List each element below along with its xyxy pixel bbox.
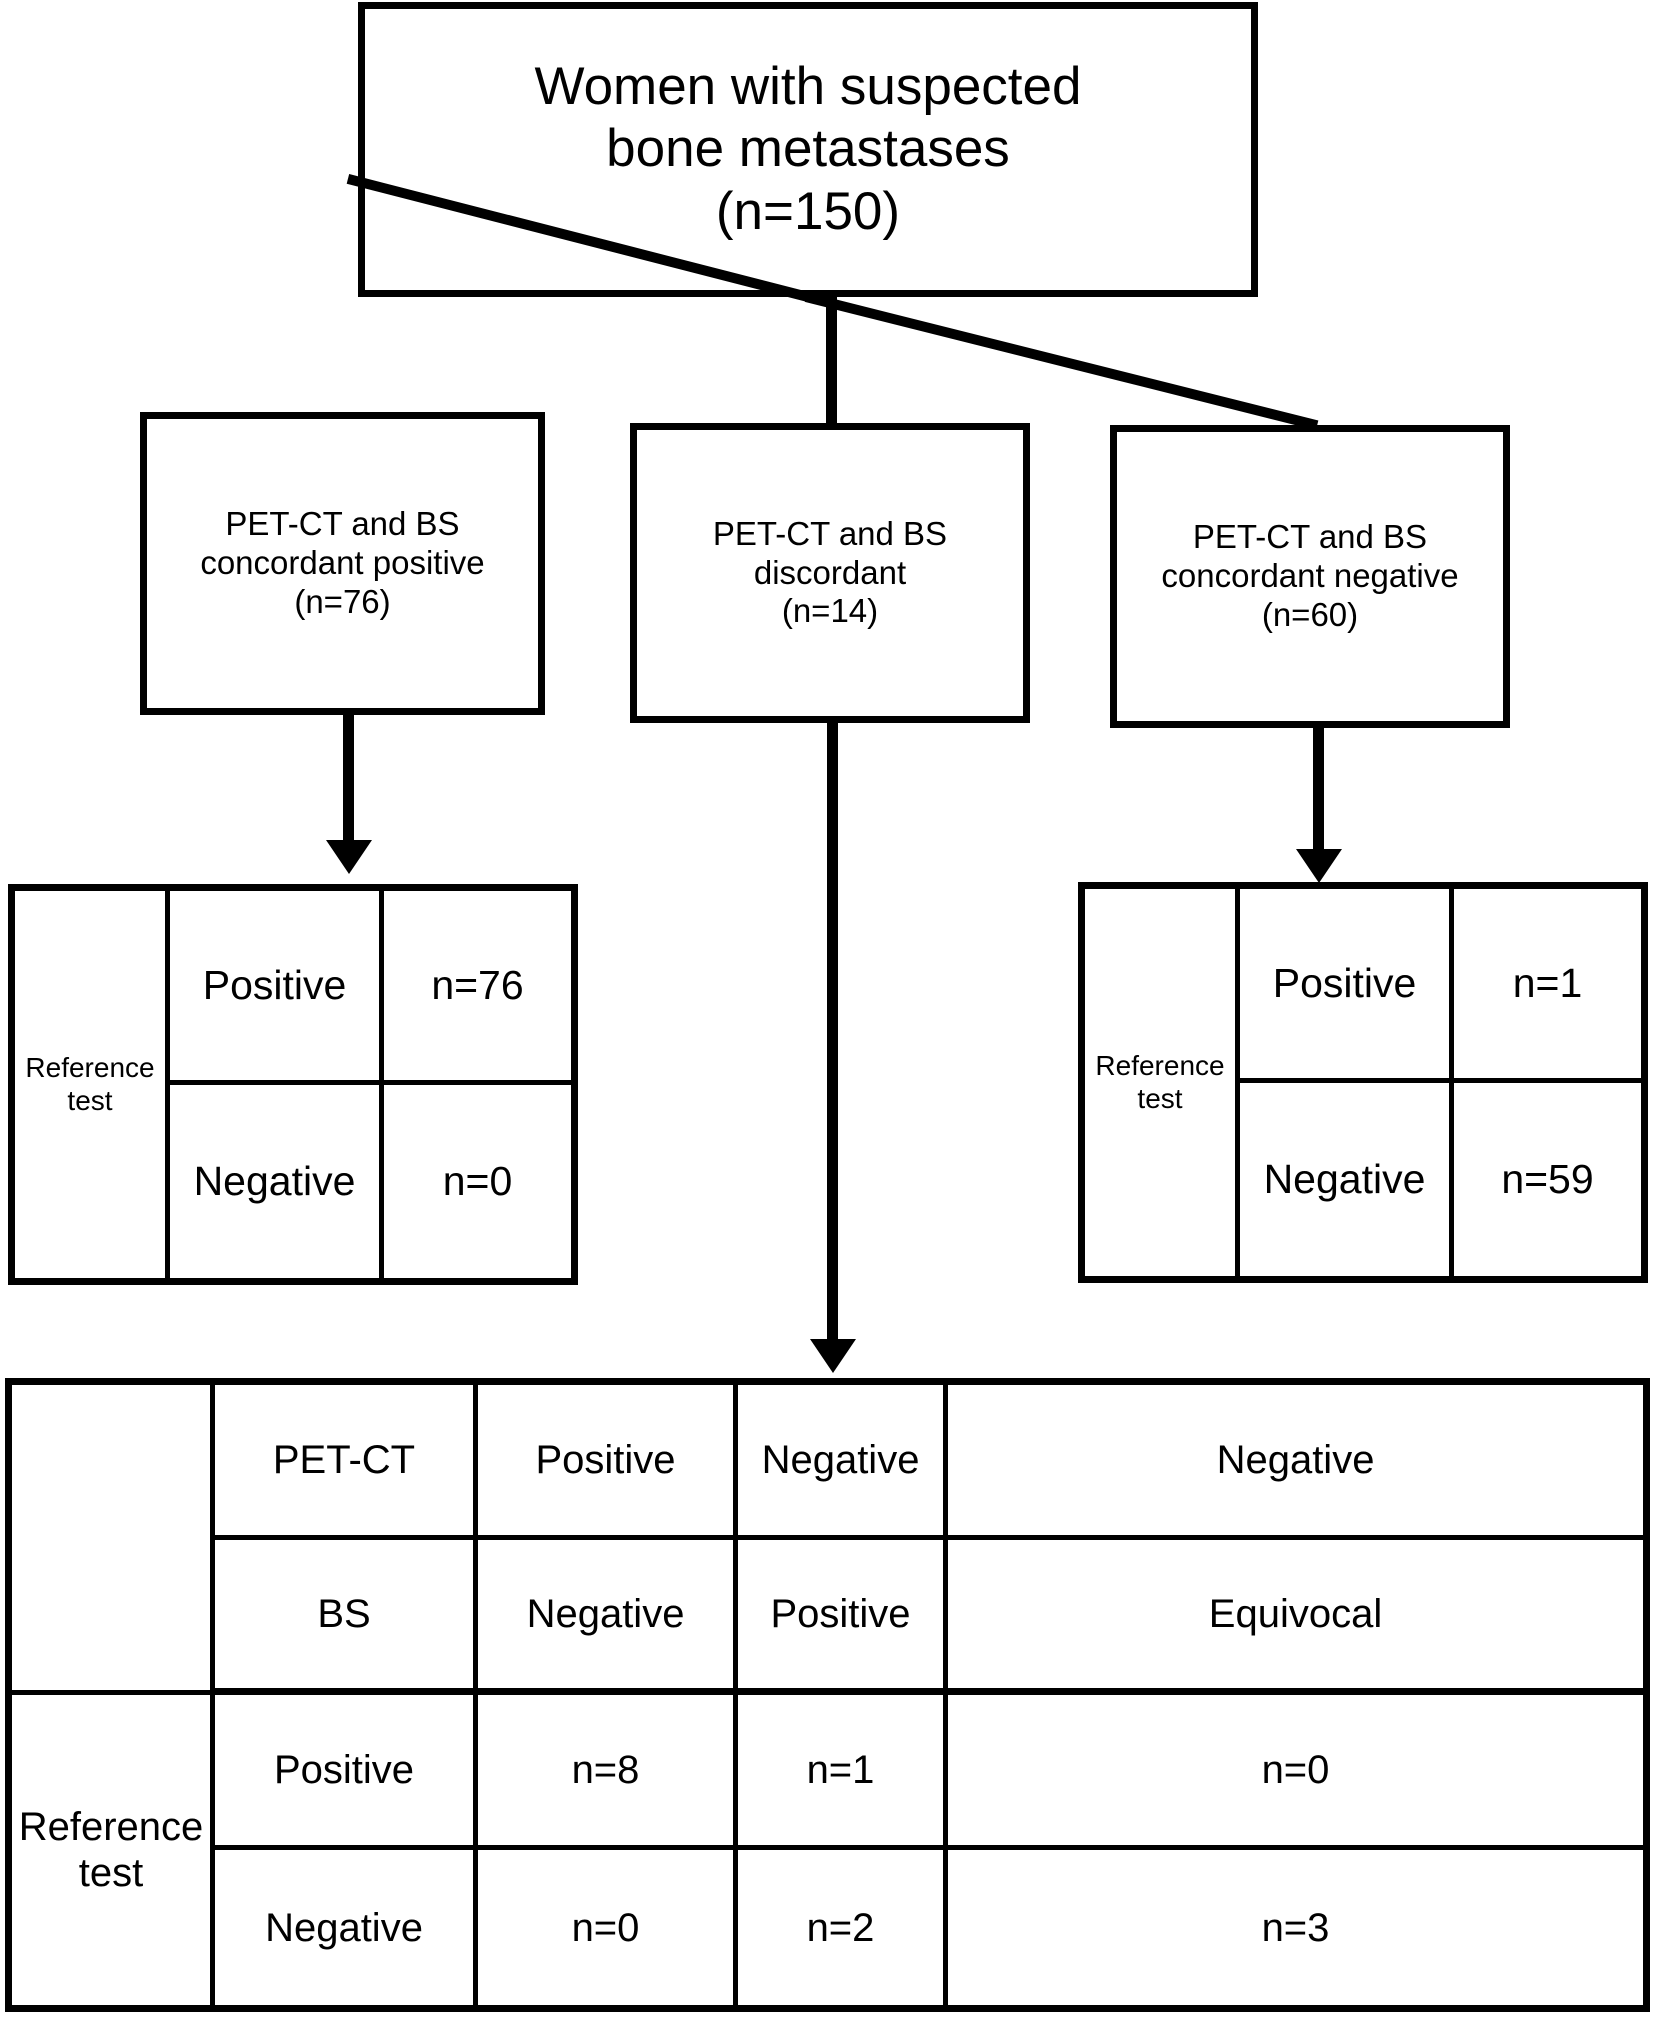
header-modality-pet-ct: PET-CT <box>215 1385 478 1540</box>
header-pet-ct-col-1: Positive <box>478 1385 738 1540</box>
table-row: Negative n=59 <box>1240 1082 1641 1276</box>
group-box-concordant-positive-text: PET-CT and BS concordant positive (n=76) <box>200 505 485 620</box>
header-pet-ct-col-2: Negative <box>738 1385 948 1540</box>
group-box-concordant-positive: PET-CT and BS concordant positive (n=76) <box>140 412 545 715</box>
cell-label-positive-right: Positive <box>1240 889 1454 1078</box>
cohort-title-text: Women with suspected bone metastases (n=… <box>534 56 1082 241</box>
row-label-negative-bottom: Negative <box>215 1850 478 2005</box>
cell-value-negative-right: n=59 <box>1501 1155 1594 1202</box>
reference-test-label-right: Reference test <box>1085 889 1240 1276</box>
cell-positive-col-2: n=1 <box>738 1695 948 1850</box>
cell-value-negative-left: n=0 <box>442 1157 513 1204</box>
group-box-concordant-negative-text: PET-CT and BS concordant negative (n=60) <box>1161 518 1459 633</box>
cohort-title-box: Women with suspected bone metastases (n=… <box>358 2 1258 297</box>
connector-line-center <box>826 293 837 425</box>
arrow-shaft-center <box>827 721 838 1341</box>
header-modality-bs: BS <box>215 1540 478 1695</box>
reference-test-label-bottom-text: Reference test <box>18 1805 204 1895</box>
contingency-table-concordant-positive: Reference test Positive n=76 Negative n=… <box>8 884 578 1285</box>
header-bs-col-1: Negative <box>478 1540 738 1695</box>
group-box-discordant-text: PET-CT and BS discordant (n=14) <box>712 514 948 630</box>
group-box-discordant: PET-CT and BS discordant (n=14) <box>630 423 1030 723</box>
reference-test-label-left-text: Reference test <box>25 1052 155 1116</box>
arrow-shaft-left <box>343 713 354 843</box>
table-row: Positive n=76 <box>170 891 571 1085</box>
cell-negative-col-2: n=2 <box>738 1850 948 2005</box>
arrow-shaft-right <box>1313 726 1324 852</box>
header-pet-ct-col-3: Negative <box>948 1385 1643 1540</box>
cell-value-positive-right: n=1 <box>1512 959 1583 1006</box>
table-corner-blank <box>12 1385 215 1695</box>
cell-negative-col-1: n=0 <box>478 1850 738 2005</box>
cell-negative-col-3: n=3 <box>1261 1905 1330 1950</box>
reference-test-label-right-text: Reference test <box>1095 1050 1225 1114</box>
contingency-grid-right: Positive n=1 Negative n=59 <box>1240 889 1641 1276</box>
cell-positive-col-1: n=8 <box>478 1695 738 1850</box>
arrow-head-right <box>1296 849 1342 883</box>
reference-test-label-bottom: Reference test <box>12 1695 215 2005</box>
arrow-head-left <box>326 840 372 874</box>
table-row: Negative n=0 <box>170 1084 571 1278</box>
table-row: Positive n=1 <box>1240 889 1641 1083</box>
discordant-results-table: PET-CT Positive Negative Negative BS Neg… <box>5 1378 1650 2012</box>
cell-label-positive-left: Positive <box>170 891 384 1080</box>
contingency-grid-left: Positive n=76 Negative n=0 <box>170 891 571 1278</box>
group-box-concordant-negative: PET-CT and BS concordant negative (n=60) <box>1110 425 1510 728</box>
row-label-positive-bottom: Positive <box>215 1695 478 1850</box>
cell-label-negative-left: Negative <box>170 1084 384 1278</box>
reference-test-label-left: Reference test <box>15 891 170 1278</box>
cell-value-positive-left: n=76 <box>431 961 524 1008</box>
cell-label-negative-right: Negative <box>1240 1082 1454 1276</box>
arrow-head-center <box>810 1339 856 1373</box>
cell-positive-col-3: n=0 <box>948 1695 1643 1850</box>
header-bs-col-3: Equivocal <box>948 1540 1643 1695</box>
connector-line-right <box>804 292 1319 431</box>
contingency-table-concordant-negative: Reference test Positive n=1 Negative n=5… <box>1078 882 1648 1283</box>
header-bs-col-2: Positive <box>738 1540 948 1695</box>
